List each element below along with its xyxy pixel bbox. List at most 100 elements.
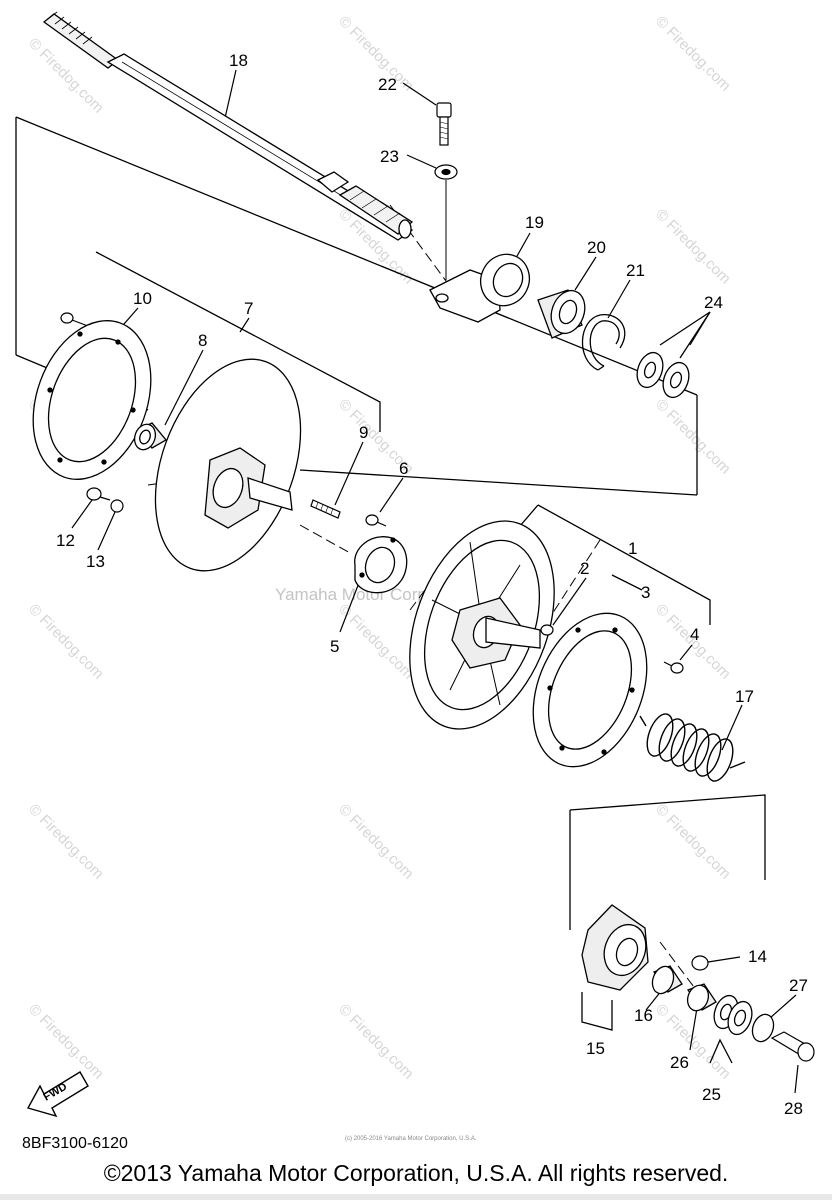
part-7-fixed-sheave bbox=[154, 358, 302, 572]
callout-17: 17 bbox=[735, 687, 754, 706]
part-4-screw bbox=[663, 661, 684, 674]
leader-7 bbox=[239, 317, 250, 333]
part-19-bearing-housing bbox=[429, 253, 531, 323]
shaft-spline-tail bbox=[338, 185, 414, 235]
callout-1: 1 bbox=[628, 539, 637, 558]
part-26-collar bbox=[686, 983, 717, 1012]
spline-teeth bbox=[47, 11, 93, 45]
callout-3: 3 bbox=[641, 583, 650, 602]
bracket-25 bbox=[709, 1038, 733, 1064]
part-27-washer bbox=[751, 1013, 775, 1043]
callout-21: 21 bbox=[626, 261, 645, 280]
callout-23: 23 bbox=[380, 147, 399, 166]
ring-holes bbox=[547, 627, 635, 755]
watermark-tiny: (c) 2005-2016 Yamaha Motor Corporation, … bbox=[345, 1136, 477, 1142]
housing-bore bbox=[492, 262, 524, 298]
leader-20 bbox=[574, 256, 597, 291]
disc-holes bbox=[47, 331, 136, 465]
part-10-disc bbox=[32, 320, 152, 480]
watermark-firedog: © Firedog.com bbox=[652, 801, 734, 883]
leader-8 bbox=[164, 349, 204, 426]
leader-lines bbox=[71, 69, 799, 1094]
watermark-firedog: © Firedog.com bbox=[25, 1001, 107, 1083]
spline-teeth-tail bbox=[349, 190, 401, 223]
leader-6 bbox=[379, 477, 404, 513]
part-16-bushing bbox=[651, 965, 683, 995]
watermark-firedog: © Firedog.com bbox=[335, 1001, 417, 1083]
callout-14: 14 bbox=[748, 947, 767, 966]
watermark-firedog: © Firedog.com bbox=[25, 601, 107, 683]
leader-14 bbox=[707, 956, 741, 963]
part-15-cam bbox=[581, 904, 649, 991]
part-2-screw bbox=[540, 624, 554, 636]
callout-18: 18 bbox=[229, 51, 248, 70]
bracket-lower-top bbox=[569, 794, 766, 880]
callout-25: 25 bbox=[702, 1085, 721, 1104]
shaft-collar bbox=[316, 171, 350, 193]
callout-6: 6 bbox=[399, 459, 408, 478]
callout-27: 27 bbox=[789, 976, 808, 995]
bracket-15 bbox=[581, 992, 613, 1031]
callout-4: 4 bbox=[690, 625, 699, 644]
watermark-firedog: © Firedog.com bbox=[652, 206, 734, 288]
part-17-spring bbox=[639, 713, 746, 782]
callout-20: 20 bbox=[587, 238, 606, 257]
callout-2: 2 bbox=[580, 559, 589, 578]
bearing-inner bbox=[558, 299, 578, 325]
leader-23 bbox=[406, 154, 437, 169]
part-5-plate bbox=[354, 536, 408, 594]
leader-22 bbox=[402, 82, 437, 106]
watermark-firedog: © Firedog.com bbox=[25, 801, 107, 883]
leader-27 bbox=[769, 994, 797, 1019]
seal-b-bore bbox=[669, 371, 683, 389]
hub-bore bbox=[212, 467, 244, 509]
small-bolt-10 bbox=[60, 312, 89, 327]
bottom-band bbox=[0, 1194, 832, 1200]
hub-boss bbox=[247, 477, 293, 511]
centre-line bbox=[299, 524, 351, 554]
part-20-bearing bbox=[537, 289, 586, 339]
callout-22: 22 bbox=[378, 75, 397, 94]
bracket-1 bbox=[537, 504, 711, 625]
housing-hole bbox=[435, 293, 449, 303]
part-3-ring-plate bbox=[532, 612, 648, 768]
watermark-firedog: © Firedog.com bbox=[652, 396, 734, 478]
bracket-10 bbox=[95, 251, 381, 432]
leader-28 bbox=[794, 1064, 799, 1094]
callout-19: 19 bbox=[525, 213, 544, 232]
part-24-seals bbox=[636, 351, 690, 399]
part-22-bolt bbox=[436, 102, 452, 146]
centre-line bbox=[409, 589, 426, 611]
part-13-washer bbox=[110, 499, 124, 513]
callout-28: 28 bbox=[784, 1099, 803, 1118]
part-9-pin bbox=[310, 499, 341, 519]
callout-8: 8 bbox=[198, 331, 207, 350]
leader-13 bbox=[97, 511, 116, 551]
part-25-seals bbox=[713, 994, 753, 1036]
part-23-washer bbox=[434, 164, 458, 180]
bracket-bottom-edge-right bbox=[299, 469, 698, 496]
part-28-bolt bbox=[770, 1031, 815, 1062]
leader-12 bbox=[71, 499, 93, 529]
disc-inner bbox=[47, 337, 137, 463]
watermark-firedog: © Firedog.com bbox=[652, 13, 734, 95]
cam-bore bbox=[615, 937, 639, 967]
part-6-screw bbox=[365, 514, 387, 527]
callout-numbers: 18 22 23 19 20 21 24 10 7 8 9 6 12 13 1 … bbox=[56, 51, 808, 1118]
shaft-body bbox=[106, 53, 414, 241]
part-18-shaft bbox=[42, 11, 414, 241]
centre-line bbox=[659, 941, 701, 996]
callout-10: 10 bbox=[133, 289, 152, 308]
leader-2 bbox=[552, 577, 587, 626]
leader-4 bbox=[679, 644, 693, 661]
callout-5: 5 bbox=[330, 637, 339, 656]
leader-9 bbox=[334, 441, 364, 506]
bracket-3 bbox=[611, 574, 643, 591]
bolt-head bbox=[436, 102, 452, 118]
fwd-arrow-icon: FWD bbox=[26, 1071, 89, 1118]
watermark-firedog: © Firedog.com bbox=[335, 13, 417, 95]
part-1-movable-sheave bbox=[409, 520, 555, 730]
callout-24: 24 bbox=[704, 293, 723, 312]
callout-26: 26 bbox=[670, 1053, 689, 1072]
